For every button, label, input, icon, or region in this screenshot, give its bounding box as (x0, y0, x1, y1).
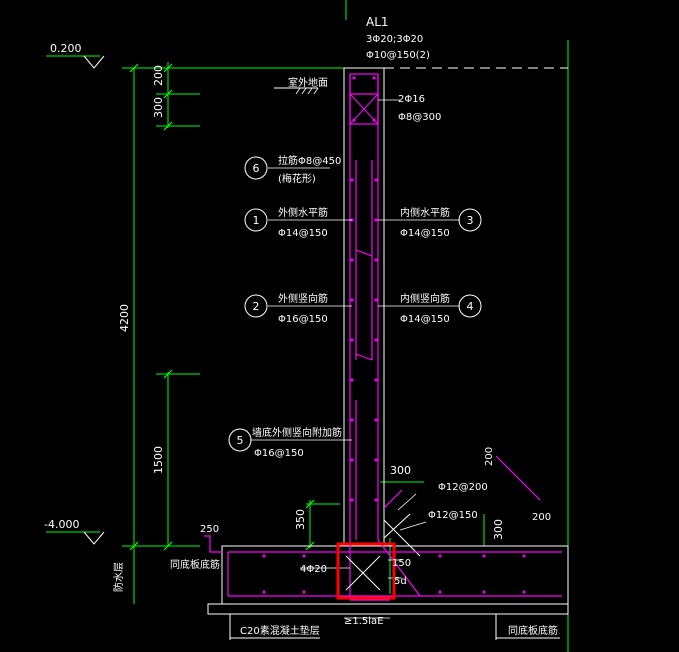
dim-150: 150 (392, 558, 411, 569)
label-waterproof: 防水层 (112, 562, 125, 592)
label-haunch-2: Φ12@150 (428, 510, 478, 521)
dimension-lines (46, 0, 569, 652)
leader-lines (250, 99, 460, 619)
label-outer-horiz: 外侧水平筋 (278, 206, 328, 219)
beam-top-bars: 3Φ20;3Φ20 (366, 34, 423, 45)
label-crown-stirrup: Φ8@300 (398, 112, 441, 123)
dim-250: 250 (200, 524, 219, 535)
dimension-ticks (129, 63, 315, 551)
marker-5: 5 (237, 434, 244, 447)
rebar-dots (262, 76, 526, 594)
label-base-add: 墙底外侧竖向附加筋 (252, 426, 342, 439)
label-tie-bar: 拉筋Φ8@450 (278, 154, 341, 167)
dim-4200: 4200 (118, 304, 131, 332)
marker-3: 3 (467, 214, 474, 227)
beam-id: AL1 (366, 15, 389, 29)
highlight-box[interactable] (336, 542, 396, 600)
base-crossing-bars (345, 513, 411, 591)
concrete-outline (207, 67, 569, 640)
label-raft-bottom-right: 同底板底筋 (508, 624, 558, 637)
dim-5d: 5d (394, 576, 407, 587)
dim-200-b: 200 (532, 512, 551, 523)
beam-stirrups: Φ10@150(2) (366, 50, 430, 61)
label-raft-bottom: 同底板底筋 (170, 558, 220, 571)
label-base-add-spec: Φ16@150 (254, 448, 304, 459)
label-cushion: C20素混凝土垫层 (240, 624, 320, 637)
label-bottom-bars: 4Φ20 (300, 564, 327, 575)
dim-350: 350 (294, 509, 307, 530)
dim-300: 300 (152, 97, 165, 118)
marker-circles (228, 156, 482, 452)
dim-1500: 1500 (152, 446, 165, 474)
marker-4: 4 (467, 300, 474, 313)
ground-hatch (295, 87, 319, 95)
label-inner-horiz: 内侧水平筋 (400, 206, 450, 219)
label-tie-note: (梅花形) (278, 172, 316, 185)
marker-2: 2 (253, 300, 260, 313)
label-outer-horiz-spec: Φ14@150 (278, 228, 328, 239)
label-inner-vert-spec: Φ14@150 (400, 314, 450, 325)
dim-300-right: 300 (492, 519, 505, 540)
dim-1-5lae: ≥1.5laE (344, 616, 384, 627)
elevation-top: 0.200 (50, 42, 82, 55)
label-inner-vert: 内侧竖向筋 (400, 292, 450, 305)
rebar-lines (204, 73, 562, 601)
marker-1: 1 (253, 214, 260, 227)
label-outer-vert-spec: Φ16@150 (278, 314, 328, 325)
marker-6: 6 (253, 162, 260, 175)
dim-300-top: 300 (390, 464, 411, 477)
label-crown-bars: 2Φ16 (398, 94, 425, 105)
label-outer-vert: 外侧竖向筋 (278, 292, 328, 305)
label-haunch-1: Φ12@200 (438, 482, 488, 493)
elevation-bottom: -4.000 (44, 518, 79, 531)
crown-beam-cross (349, 93, 379, 125)
level-markers (83, 55, 105, 545)
label-inner-horiz-spec: Φ14@150 (400, 228, 450, 239)
dim-200: 200 (152, 65, 165, 86)
dim-200-haunch: 200 (484, 447, 495, 466)
label-outdoor-ground: 室外地面 (288, 76, 328, 89)
